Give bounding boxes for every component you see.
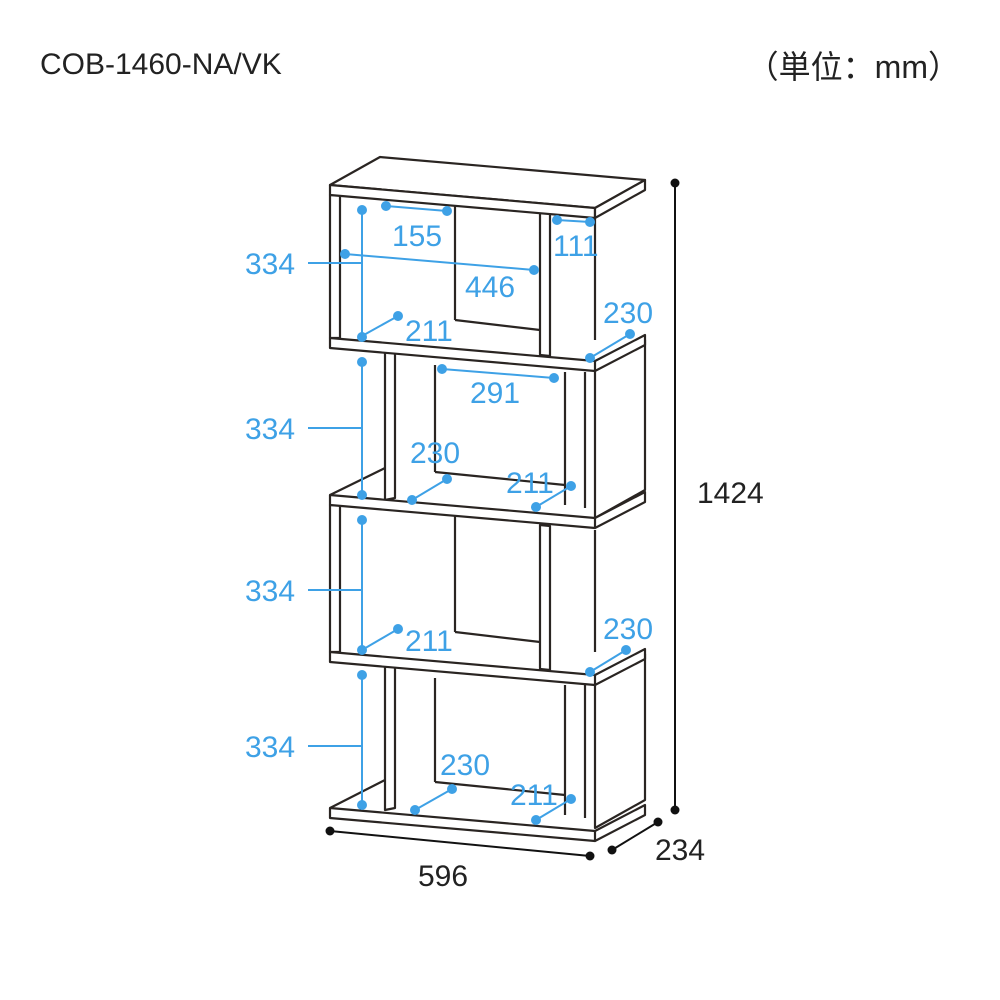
total-depth-label: 234 — [655, 834, 705, 867]
top-right-width-label: 111 — [553, 230, 599, 263]
depth-inner-label-4: 211 — [510, 779, 558, 812]
depth-inner-label-3: 211 — [405, 625, 453, 658]
total-width-label: 596 — [418, 860, 468, 893]
depth-outer-label-2: 230 — [410, 437, 460, 470]
depth-inner-label-1: 211 — [405, 315, 453, 348]
shelf-outline — [328, 155, 647, 843]
height-label-2: 334 — [245, 413, 295, 446]
top-inner-width-label: 446 — [465, 271, 515, 304]
height-label-3: 334 — [245, 575, 295, 608]
depth-outer-label-3: 230 — [603, 613, 653, 646]
model-number: COB-1460-NA/VK — [40, 48, 282, 81]
height-label-4: 334 — [245, 731, 295, 764]
middle-width-label: 291 — [470, 377, 520, 410]
depth-outer-label-4: 230 — [440, 749, 490, 782]
depth-inner-label-2: 211 — [506, 467, 554, 500]
total-height-label: 1424 — [697, 477, 764, 510]
height-label-1: 334 — [245, 248, 295, 281]
dimension-lines — [308, 178, 680, 861]
top-left-width-label: 155 — [392, 220, 442, 253]
dimension-labels: 334 334 334 334 155 111 446 211 230 291 … — [245, 220, 764, 893]
unit-label: （単位：mm） — [746, 49, 960, 85]
depth-outer-label-1: 230 — [603, 297, 653, 330]
